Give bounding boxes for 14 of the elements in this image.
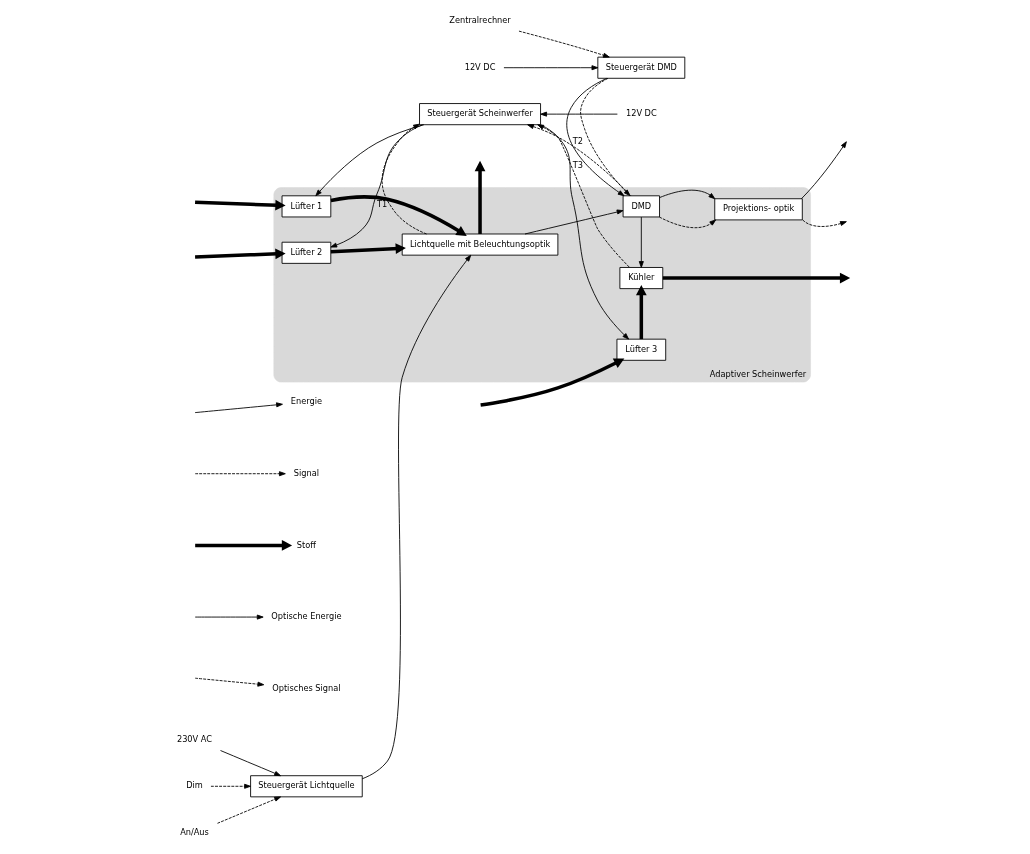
legend-label: Stoff <box>296 539 316 550</box>
node-text: 230V AC <box>176 734 213 745</box>
node-text: 12V DC <box>464 61 496 72</box>
legend-label: Energie <box>290 396 323 407</box>
edge-label: T2 <box>572 136 583 147</box>
node-text: 12V DC <box>625 108 657 119</box>
legend-label: Optisches Signal <box>272 682 341 693</box>
node-text: Dim <box>186 780 203 791</box>
node-text: Zentralrechner <box>449 15 511 26</box>
legend-label: Signal <box>293 467 320 478</box>
edge-label: T3 <box>572 159 583 170</box>
edge-label: T1 <box>377 198 388 209</box>
legend-label: Optische Energie <box>271 611 342 622</box>
node-text: An/Aus <box>180 826 209 837</box>
